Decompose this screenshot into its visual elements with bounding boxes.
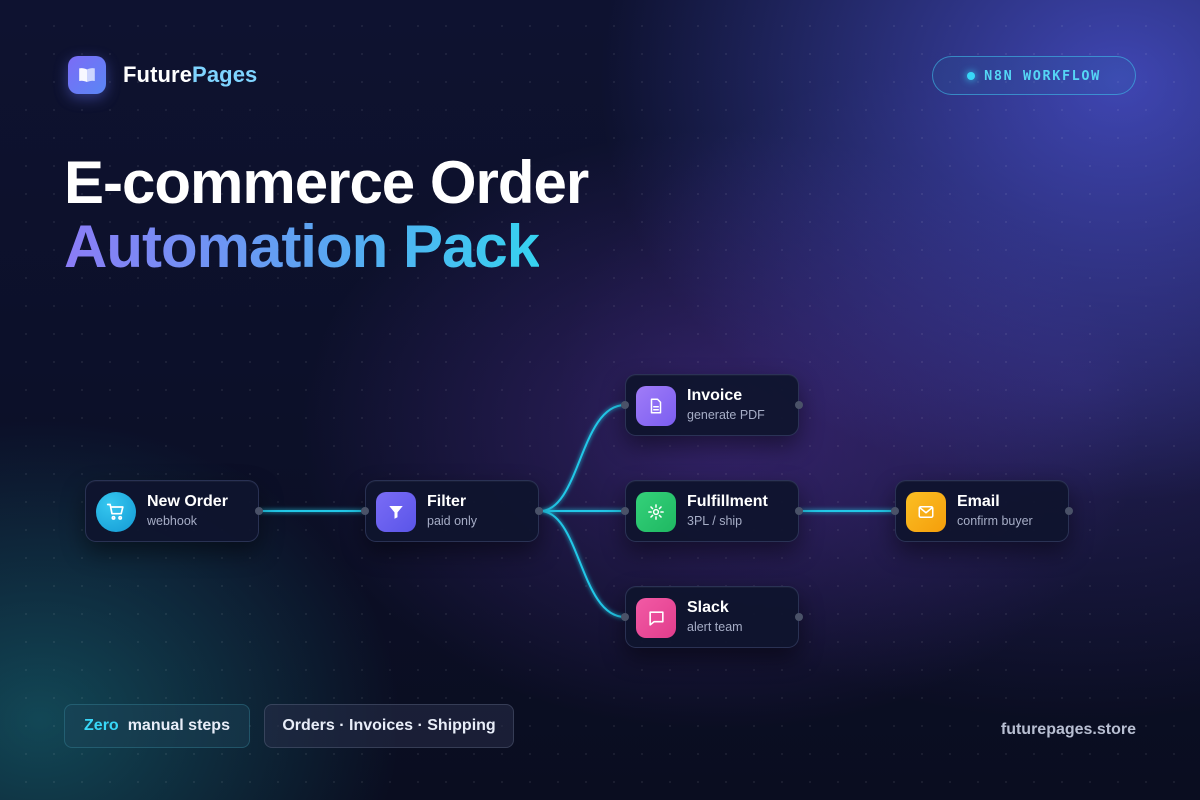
output-port[interactable] (795, 401, 803, 409)
node-slack[interactable]: Slack alert team (621, 586, 803, 648)
brand[interactable]: FuturePages (68, 56, 257, 94)
cart-icon (96, 492, 136, 532)
node-subtitle: confirm buyer (957, 514, 1033, 528)
pill-highlight: Zero (84, 717, 119, 734)
node-subtitle: webhook (147, 514, 198, 528)
node-title: Slack (687, 599, 729, 616)
node-new-order[interactable]: New Order webhook (85, 480, 263, 542)
badge-label: N8N WORKFLOW (984, 67, 1101, 84)
node-subtitle: alert team (687, 620, 743, 634)
page-title: E-commerce Order Automation Pack (64, 149, 589, 280)
node-fulfillment[interactable]: Fulfillment 3PL / ship (621, 480, 803, 542)
brand-name-part1: Future (123, 62, 193, 87)
input-port[interactable] (361, 507, 369, 515)
node-title: Email (957, 493, 1000, 510)
output-port[interactable] (795, 613, 803, 621)
status-dot-icon (967, 71, 976, 80)
node-title: Filter (427, 493, 467, 510)
brand-name: FuturePages (123, 62, 257, 88)
filter-icon (376, 492, 416, 532)
node-title: Invoice (687, 387, 743, 404)
gear-icon (636, 492, 676, 532)
mail-icon (906, 492, 946, 532)
output-port[interactable] (1065, 507, 1073, 515)
brand-name-part2: Pages (192, 62, 258, 87)
output-port[interactable] (535, 507, 543, 515)
node-filter[interactable]: Filter paid only (361, 480, 543, 542)
output-port[interactable] (255, 507, 263, 515)
node-subtitle: paid only (427, 514, 478, 528)
workflow-badge: N8N WORKFLOW (932, 56, 1136, 95)
input-port[interactable] (891, 507, 899, 515)
feature-pill-zero-steps: Zero manual steps (64, 704, 250, 748)
chat-icon (636, 598, 676, 638)
input-port[interactable] (621, 507, 629, 515)
pill-text: manual steps (127, 717, 230, 734)
node-email[interactable]: Email confirm buyer (891, 480, 1073, 542)
site-url[interactable]: futurepages.store (1000, 721, 1136, 738)
output-port[interactable] (795, 507, 803, 515)
feature-pill-scope: Orders · Invoices · Shipping (264, 704, 514, 748)
node-invoice[interactable]: Invoice generate PDF (621, 374, 803, 436)
node-title: New Order (147, 493, 228, 510)
input-port[interactable] (621, 401, 629, 409)
title-line1: E-commerce Order (64, 149, 589, 216)
book-icon (68, 56, 106, 94)
title-line2: Automation Pack (64, 213, 540, 280)
node-subtitle: 3PL / ship (687, 514, 743, 528)
connection-filter-slack (539, 510, 626, 618)
node-subtitle: generate PDF (687, 408, 765, 422)
connection-filter-invoice (539, 404, 626, 512)
input-port[interactable] (621, 613, 629, 621)
node-title: Fulfillment (687, 493, 768, 510)
document-icon (636, 386, 676, 426)
